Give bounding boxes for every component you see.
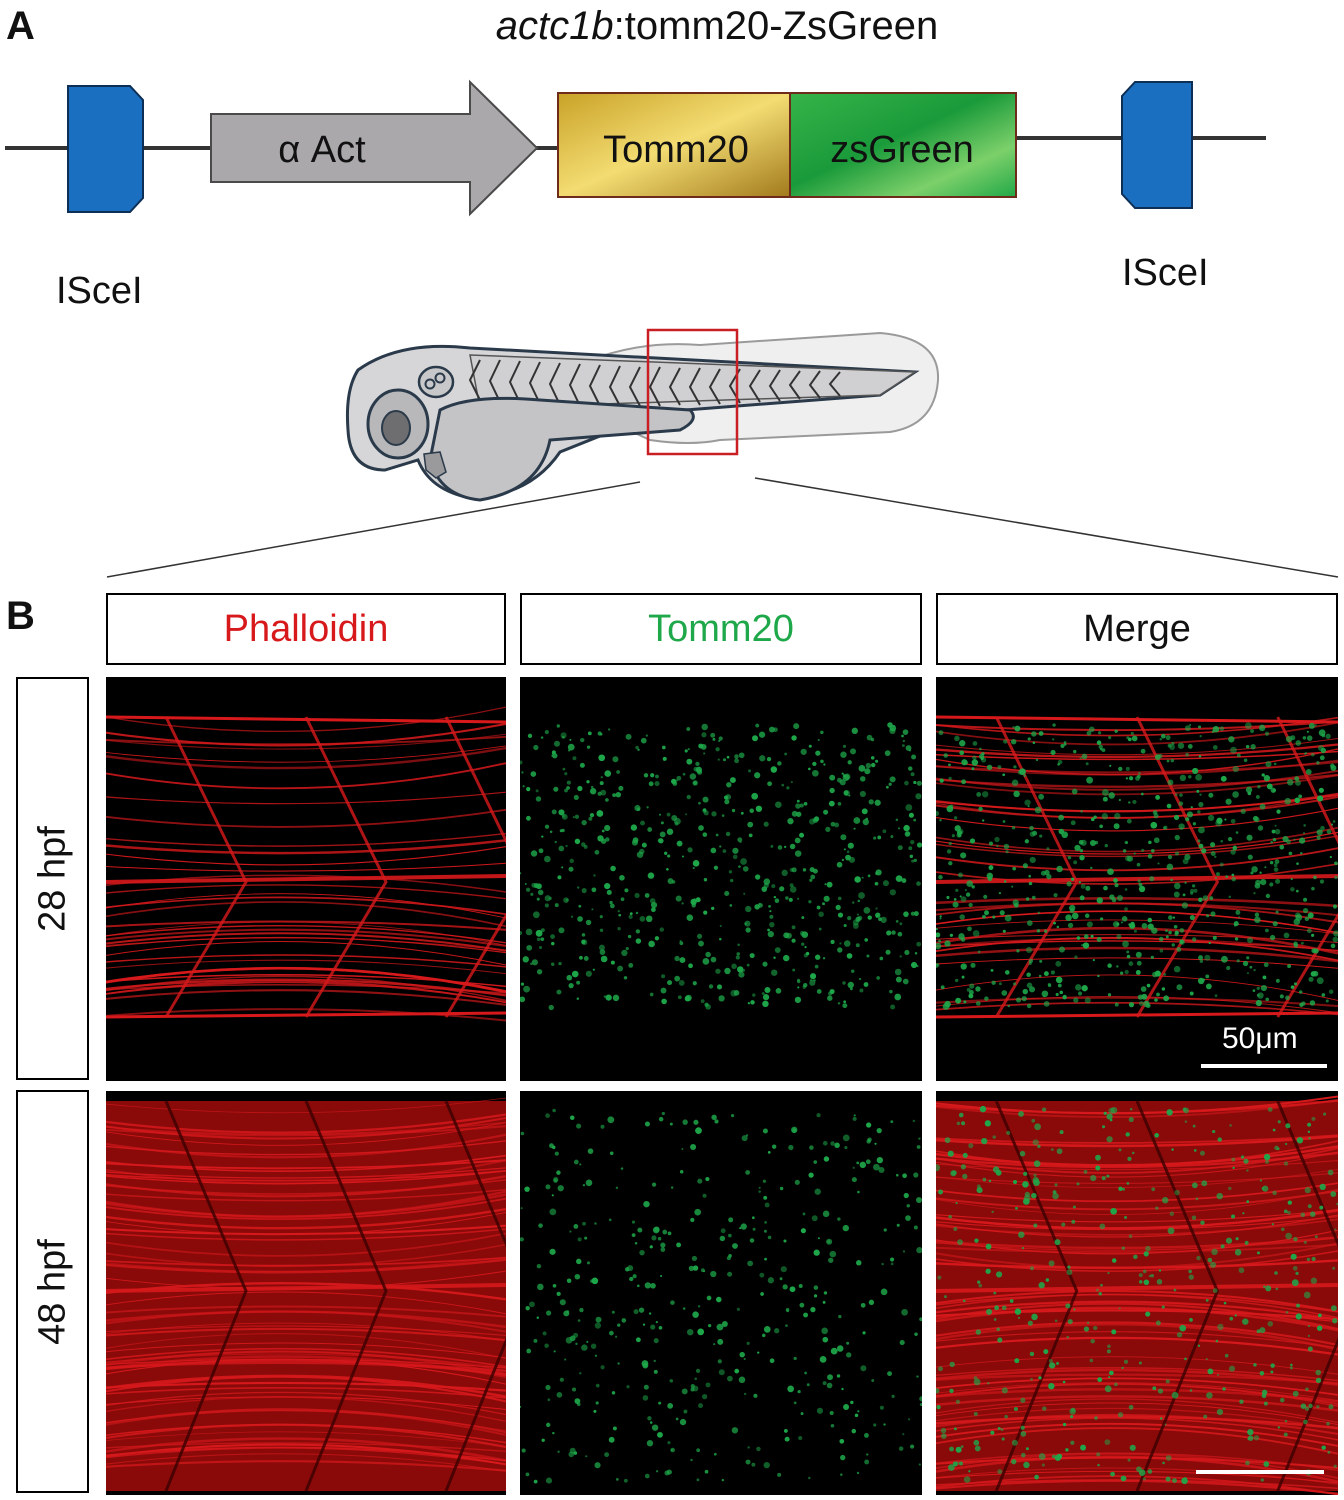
yolk-sac	[428, 396, 695, 502]
otolith-2	[434, 372, 446, 384]
micrograph-texture	[520, 722, 922, 1011]
zsgreen-label: zsGreen	[830, 129, 974, 171]
micrograph-texture	[936, 715, 1338, 1019]
row-label-28hpf: 28 hpf	[16, 677, 89, 1080]
tomm20-label: Tomm20	[603, 129, 749, 171]
micrograph-texture	[106, 706, 506, 1022]
otolith-1	[424, 378, 436, 390]
micrograph-28hpf-phalloidin	[106, 677, 506, 1081]
micrograph-28hpf-merge	[936, 677, 1338, 1081]
column-header-merge: Merge	[936, 593, 1338, 665]
somite-chevrons	[468, 359, 481, 401]
tomm20-box	[557, 92, 791, 198]
micrograph-48hpf-merge	[936, 1091, 1338, 1495]
isce1-left-block	[67, 85, 144, 213]
scale-bar-28hpf	[1201, 1064, 1327, 1068]
isce1-left-label: ISceI	[56, 270, 143, 312]
construct-title-italic: actc1b	[495, 4, 614, 48]
micrograph-texture	[106, 1097, 506, 1492]
micrograph-48hpf-tomm20	[520, 1091, 922, 1495]
scale-bar-48hpf	[1196, 1470, 1324, 1474]
zsgreen-box	[789, 92, 1017, 198]
zebrafish-embryo-diagram	[106, 328, 1339, 578]
column-header-merge-text: Merge	[1083, 607, 1191, 650]
panel-a-letter: A	[6, 4, 35, 48]
construct-diagram: α Act Tomm20 zsGreen	[5, 79, 1266, 217]
column-header-phalloidin: Phalloidin	[106, 593, 506, 665]
zoom-line-left	[106, 481, 641, 578]
otic-vesicle	[417, 365, 455, 399]
row-label-28hpf-text: 28 hpf	[31, 825, 73, 932]
zoom-box	[646, 328, 739, 456]
row-label-48hpf: 48 hpf	[16, 1090, 89, 1493]
heart	[423, 451, 447, 479]
column-header-tomm20: Tomm20	[520, 593, 922, 665]
scale-bar-label: 50μm	[1222, 1022, 1298, 1055]
promoter-arrow	[210, 79, 539, 217]
micrograph-48hpf-phalloidin	[106, 1091, 506, 1495]
micrograph-28hpf-tomm20	[520, 677, 922, 1081]
row-label-48hpf-text: 48 hpf	[31, 1238, 73, 1345]
column-header-phalloidin-text: Phalloidin	[223, 607, 389, 650]
construct-title-rest: :tomm20-ZsGreen	[613, 4, 939, 48]
somite-chevron-group	[488, 359, 841, 407]
micrograph-texture	[520, 1108, 922, 1484]
isce1-right-label: ISceI	[1122, 252, 1209, 294]
isce1-right-block	[1121, 81, 1193, 209]
lens	[381, 410, 411, 446]
column-header-tomm20-text: Tomm20	[648, 607, 794, 650]
promoter-label: α Act	[278, 129, 366, 171]
panel-b-letter: B	[6, 594, 35, 638]
micrograph-texture	[936, 1095, 1338, 1495]
construct-title: actc1b:tomm20-ZsGreen	[0, 4, 1344, 49]
zoom-line-right	[754, 477, 1339, 578]
